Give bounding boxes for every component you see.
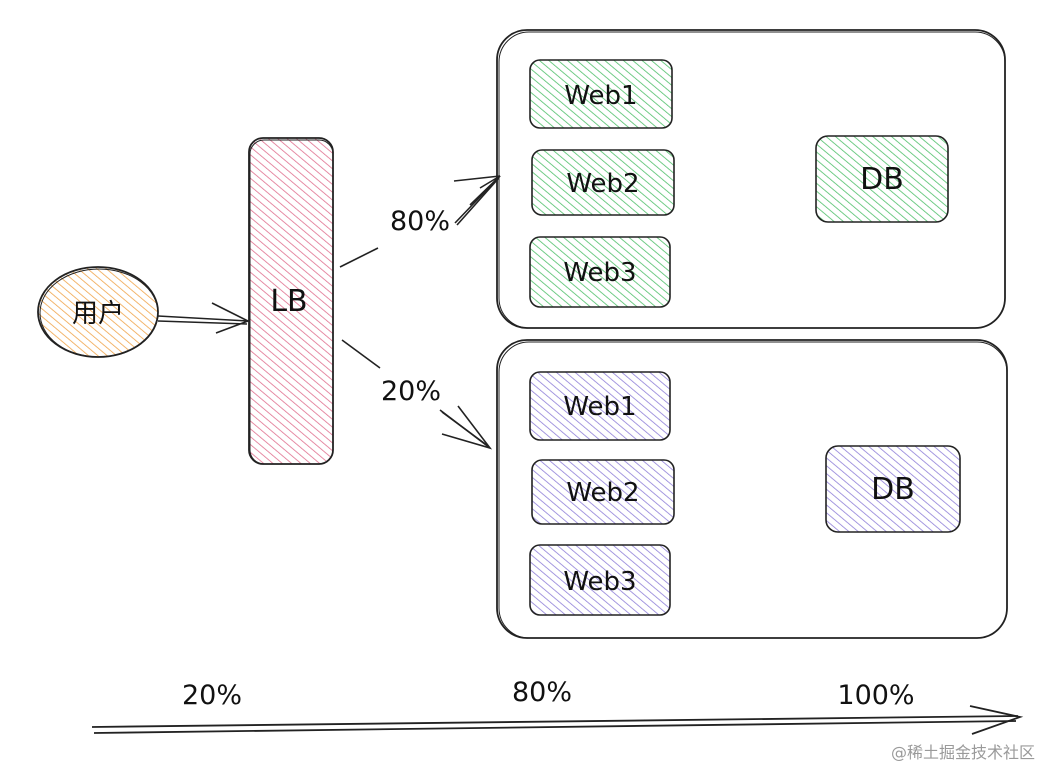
web-server-node: Web2 <box>531 459 675 525</box>
web-server-node: Web3 <box>529 544 671 616</box>
user-label: 用户 <box>72 299 124 329</box>
database-label: DB <box>871 472 915 507</box>
cluster-secondary: Web1 Web2 Web3 DB <box>496 339 1008 639</box>
rollout-timeline: 20% 80% 100% <box>91 677 1024 735</box>
web-server-label: Web2 <box>566 169 639 199</box>
web-server-node: Web2 <box>531 149 675 216</box>
load-balancer-node: LB <box>248 137 334 465</box>
database-node: DB <box>825 445 961 533</box>
web-server-node: Web1 <box>529 59 673 129</box>
route-arrow-primary <box>339 175 501 268</box>
timeline-tick-label: 80% <box>512 677 572 708</box>
timeline-tick-label: 100% <box>837 680 914 711</box>
web-server-label: Web3 <box>563 567 636 597</box>
database-label: DB <box>860 162 904 197</box>
cluster-primary: Web1 Web2 Web3 DB <box>496 29 1006 329</box>
route-label-primary: 80% <box>390 206 450 237</box>
web-server-label: Web2 <box>566 478 639 508</box>
web-server-label: Web3 <box>563 258 636 288</box>
user-to-lb-arrow <box>157 302 250 334</box>
timeline-arrow <box>91 705 1024 735</box>
lb-label: LB <box>270 284 307 319</box>
database-node: DB <box>815 135 949 223</box>
route-arrow-secondary <box>341 339 493 450</box>
route-label-secondary: 20% <box>381 376 441 407</box>
watermark-text: @稀土掘金技术社区 <box>890 743 1035 762</box>
web-server-node: Web3 <box>529 236 671 308</box>
user-node: 用户 <box>37 266 159 358</box>
web-server-label: Web1 <box>563 392 636 422</box>
web-server-node: Web1 <box>529 371 671 441</box>
timeline-tick-label: 20% <box>182 680 242 711</box>
web-server-label: Web1 <box>564 81 637 111</box>
